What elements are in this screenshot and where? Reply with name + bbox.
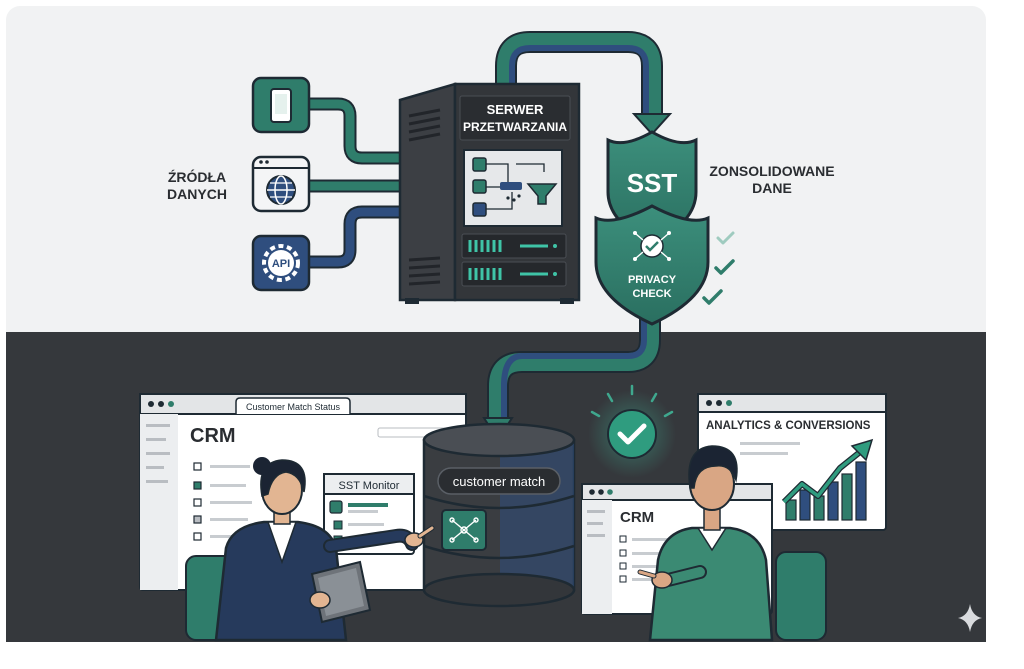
consolidated-label-2: DANE [752,180,792,196]
server-loop-pipe [495,31,673,136]
woman-figure [185,457,435,642]
consolidated-label-1: ZONSOLIDOWANE [709,163,834,179]
source-phone [251,76,311,134]
crm-tab-label: Customer Match Status [246,402,341,412]
privacy-shield: PRIVACY CHECK [594,204,710,326]
checkmarks [702,231,735,305]
success-badge [588,384,676,478]
funnel-icon [526,183,558,205]
server-label-1: SERWER [487,102,544,117]
source-web [251,155,311,213]
privacy-label-1: PRIVACY [628,274,677,286]
check-icon [645,241,659,252]
man-figure [637,445,827,642]
network-icon [449,517,479,543]
crm-title: CRM [190,425,236,447]
analytics-title: ANALYTICS & CONVERSIONS [706,420,871,432]
api-label: API [272,258,290,270]
sparkle-icon [958,604,982,632]
sst-label: SST [627,168,678,198]
privacy-label-2: CHECK [632,288,671,300]
crm2-title: CRM [620,509,654,526]
customer-match-label: customer match [453,474,545,489]
api-gear-icon [262,244,300,282]
sources-label-2: DANYCH [167,186,227,202]
sources-label-1: ŹRÓDŁA [168,168,226,185]
customer-match-database: customer match [422,422,576,608]
server-label-2: PRZETWARZANIA [463,120,567,134]
globe-icon [266,175,296,205]
source-api: API [251,234,311,292]
processing-server: SERWER PRZETWARZANIA [398,82,581,304]
check-icon [617,423,647,445]
sst-monitor-title: SST Monitor [339,480,400,492]
